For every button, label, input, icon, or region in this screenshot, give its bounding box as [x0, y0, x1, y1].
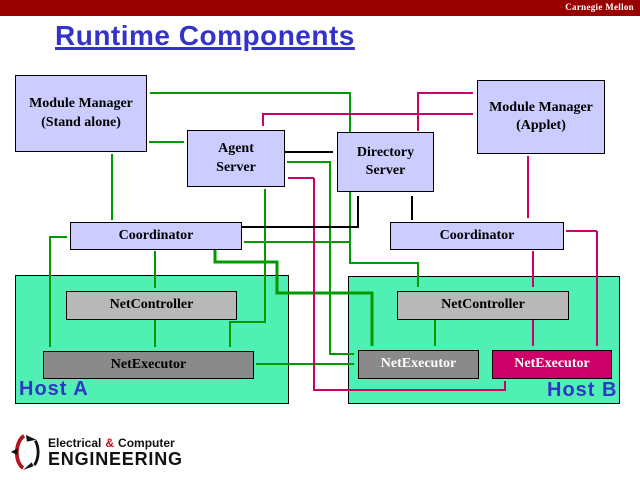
netexecutor-a-box: NetExecutor	[43, 351, 254, 379]
directory-server-label-line2: Server	[365, 163, 406, 178]
coordinator-b-label: Coordinator	[439, 227, 515, 243]
ece-logo-text: Electrical & Computer ENGINEERING	[48, 437, 183, 468]
netexecutor-a-label: NetExecutor	[110, 356, 187, 372]
netcontroller-a-box: NetController	[66, 291, 237, 320]
directory-server-box: Directory Server	[337, 132, 434, 192]
module-manager-standalone-label-line1: Module Manager	[29, 96, 133, 112]
coordinator-b-box: Coordinator	[390, 222, 564, 250]
netcontroller-a-label: NetController	[109, 297, 194, 313]
netcontroller-b-label: NetController	[441, 297, 525, 313]
agent-server-box: Agent Server	[187, 130, 285, 187]
module-manager-applet-label-line1: Module Manager	[489, 99, 593, 115]
top-banner: Carnegie Mellon	[0, 0, 640, 16]
ece-word-computer: Computer	[118, 435, 175, 450]
netexecutor-b-gray-box: NetExecutor	[358, 350, 479, 379]
netexecutor-b-crimson-box: NetExecutor	[492, 350, 612, 379]
agent-server-label-line2: Server	[216, 159, 256, 175]
host-a-label: Host A	[19, 378, 89, 400]
module-manager-standalone-label-line2: (Stand alone)	[41, 114, 121, 130]
ece-ampersand: &	[105, 435, 115, 450]
page-title: Runtime Components	[55, 20, 355, 51]
module-manager-applet-label-line2: (Applet)	[516, 118, 566, 133]
directory-server-label-line1: Directory	[356, 144, 415, 160]
netexecutor-b-crimson-label: NetExecutor	[514, 356, 590, 372]
ece-logo: Electrical & Computer ENGINEERING	[8, 432, 183, 472]
ece-word-electrical: Electrical	[48, 435, 102, 450]
netexecutor-b-gray-label: NetExecutor	[380, 356, 457, 372]
ece-word-engineering: ENGINEERING	[48, 448, 183, 469]
coordinator-a-label: Coordinator	[118, 227, 194, 243]
ece-logo-line1: Electrical & Computer	[48, 437, 183, 449]
agent-server-label-line1: Agent	[218, 141, 254, 157]
netcontroller-b-box: NetController	[397, 291, 569, 320]
module-manager-applet-box: Module Manager (Applet)	[477, 80, 605, 154]
module-manager-standalone-box: Module Manager (Stand alone)	[15, 75, 147, 152]
carnegie-mellon-wordmark: Carnegie Mellon	[565, 2, 634, 12]
host-b-label: Host B	[547, 379, 618, 401]
ece-logo-mark	[10, 434, 40, 470]
coordinator-a-box: Coordinator	[70, 222, 242, 250]
